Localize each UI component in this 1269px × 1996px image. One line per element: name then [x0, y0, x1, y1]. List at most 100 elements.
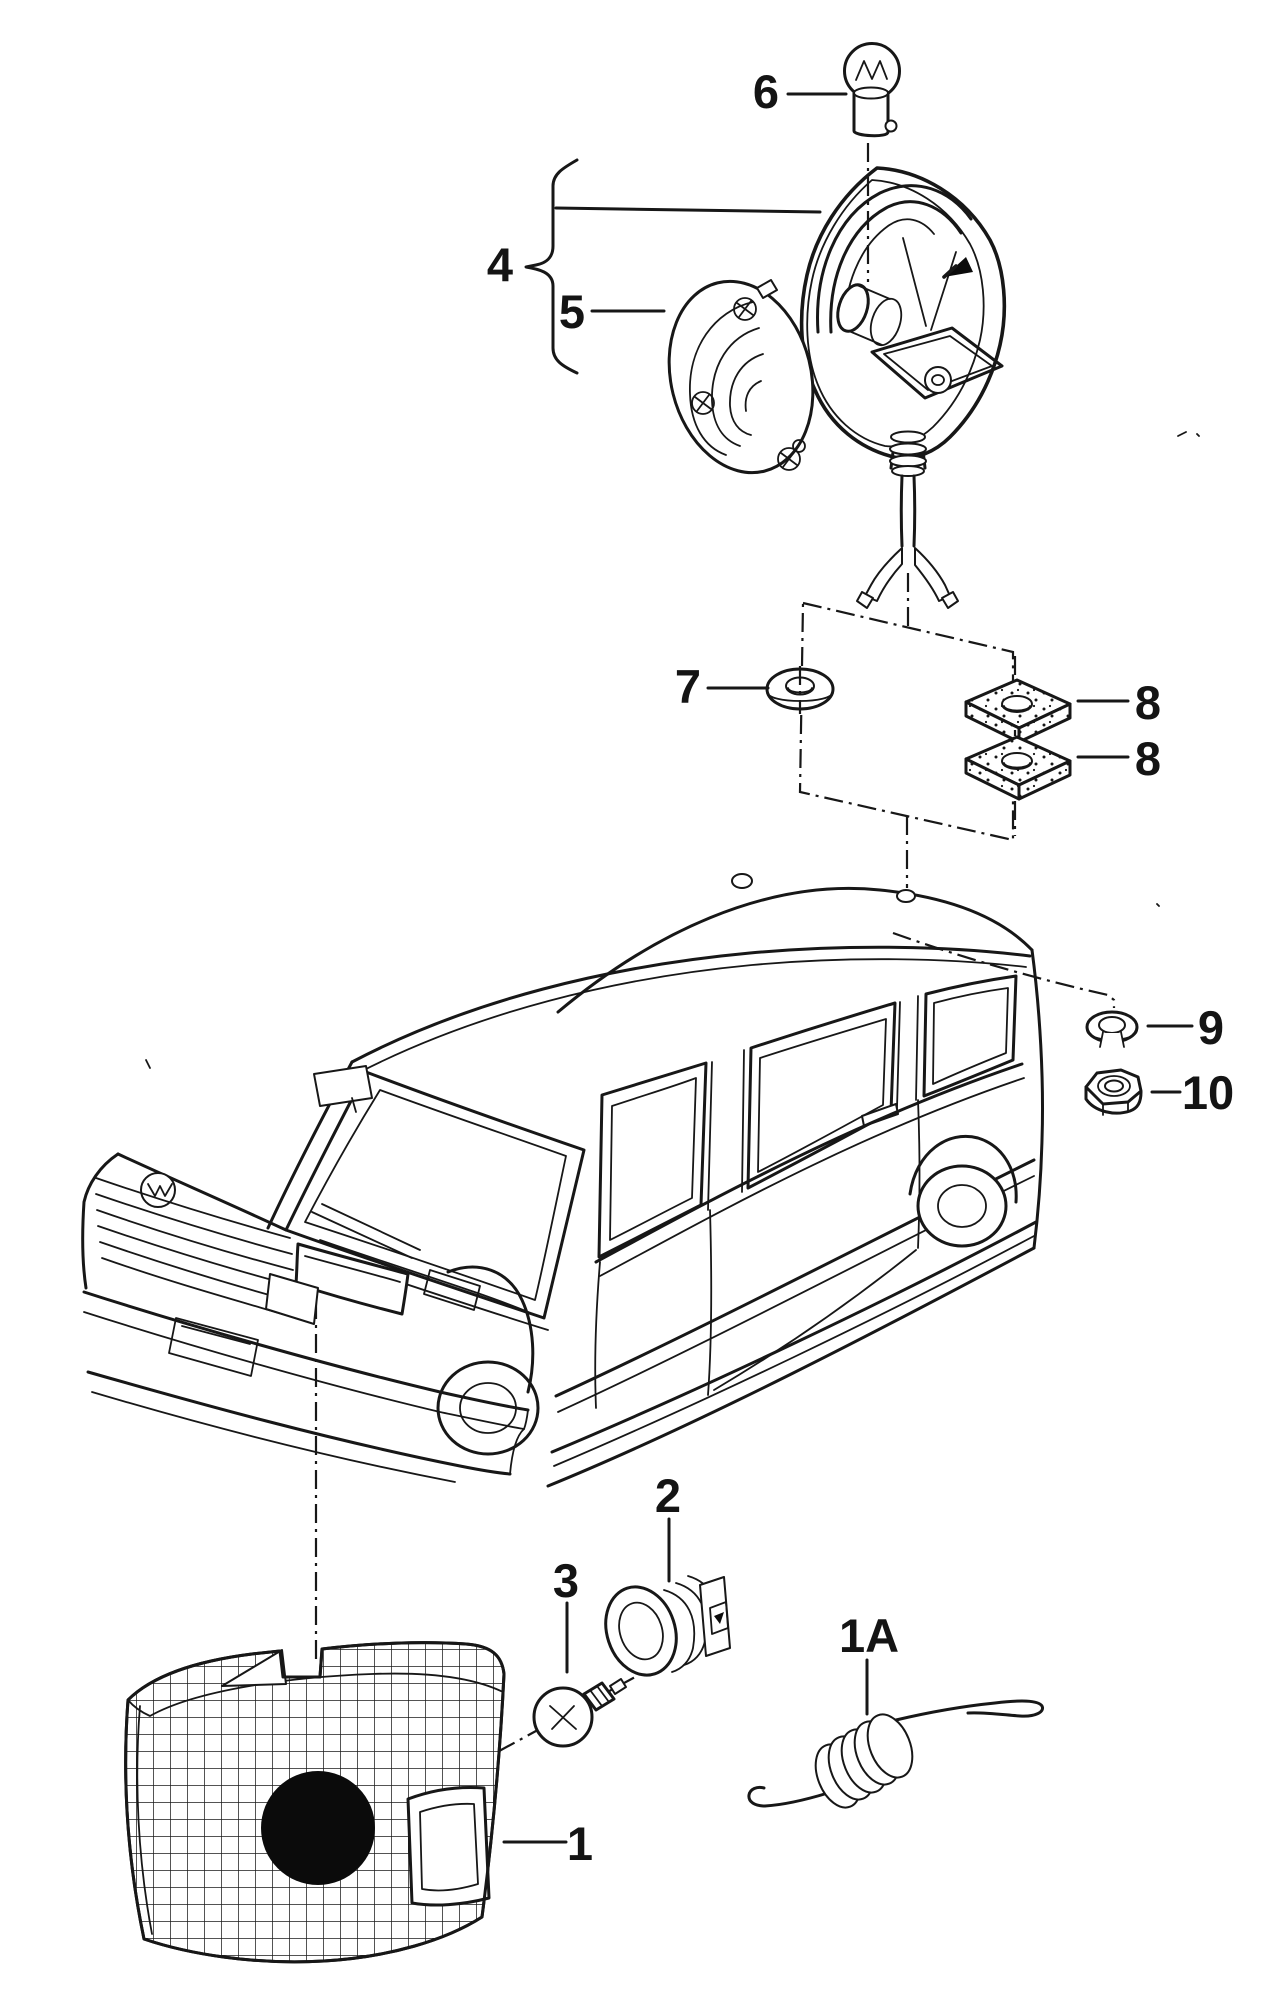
- dash-detail: [423, 1269, 481, 1311]
- part-callout-8a[interactable]: 8: [1135, 676, 1161, 729]
- part-callout-9[interactable]: 9: [1198, 1001, 1224, 1054]
- screw-3: [777, 447, 801, 471]
- lens-outline: [124, 1641, 506, 1964]
- spade-terminal-right: [914, 547, 951, 602]
- nut-facets: [1102, 1101, 1129, 1116]
- housing-inner-rim: [806, 179, 985, 448]
- part-callout-6[interactable]: 6: [753, 65, 779, 118]
- rear-wheel-rim: [937, 1184, 987, 1228]
- roof-bump: [731, 873, 753, 889]
- roof-gutter: [359, 958, 1027, 1073]
- rear-wheel: [916, 1164, 1008, 1248]
- lens-left-wall: [136, 1705, 153, 1935]
- pad-hole: [1001, 695, 1033, 713]
- small-bulb: [532, 1678, 627, 1748]
- large-bulb: [843, 42, 901, 138]
- part-callout-2[interactable]: 2: [655, 1469, 681, 1522]
- part-callout-3[interactable]: 3: [553, 1554, 579, 1607]
- foam-pad-upper: [964, 656, 1072, 744]
- rear-quarter-window-inset: [932, 987, 1009, 1085]
- housing-wiring: [856, 430, 959, 609]
- reflector-pocket: [870, 326, 1004, 400]
- bulb6-pin: [884, 119, 898, 133]
- mirror-arm: [351, 1097, 357, 1113]
- reflector-arc-2: [829, 200, 963, 334]
- spring-right-hook: [894, 1699, 1044, 1722]
- side-moulding-2b: [553, 1235, 1035, 1467]
- foam-pad-lower: [964, 730, 1072, 836]
- callout-labels: 1 1A 2 3 4 5 6 7 8 8 9 10: [487, 65, 1234, 1870]
- bumper-bottom: [91, 1391, 456, 1483]
- middle-window-inset: [757, 1018, 887, 1173]
- lens-side-panel: [406, 1786, 491, 1907]
- turn-signal-lens: [124, 1641, 506, 1964]
- nut-hole: [1104, 1079, 1124, 1093]
- screw-2-cross-icon: [694, 394, 712, 412]
- holder-clip-arrow-icon: [714, 1612, 724, 1624]
- part-callout-4[interactable]: 4: [487, 238, 513, 291]
- side-moulding-2: [550, 1220, 1038, 1454]
- pad-hole: [1001, 752, 1033, 770]
- plate-bump: [792, 439, 806, 453]
- lockwasher-gap-edges: [1099, 1031, 1125, 1048]
- callout-leaders: [502, 92, 1194, 1844]
- wiper-arms: [311, 1203, 421, 1259]
- part-callout-1a[interactable]: 1A: [839, 1609, 899, 1662]
- leader-4: [554, 206, 822, 214]
- hood-edge: [116, 1152, 288, 1232]
- license-recess: [168, 1317, 259, 1377]
- spade-terminal-left: [864, 547, 903, 602]
- spring-left-hook: [747, 1785, 830, 1808]
- rear-quarter-window: [922, 974, 1018, 1098]
- leader-curve-to-9: [892, 931, 1116, 1008]
- socket-barrel-front: [836, 283, 870, 333]
- grommet-washer: [765, 666, 835, 714]
- nut-chamfer-ring: [1097, 1075, 1131, 1097]
- direction-arrow-tail: [942, 264, 958, 279]
- plate-tab: [756, 279, 778, 299]
- terminal-tip-left: [856, 591, 874, 609]
- roof-near-rail: [350, 945, 1032, 1064]
- bulb3-filament: [549, 1705, 577, 1730]
- screw-3-cross-icon: [780, 450, 798, 468]
- headlight-inner: [304, 1255, 401, 1283]
- bulb3-base: [582, 1681, 616, 1712]
- lock-washer: [1085, 1010, 1139, 1048]
- rocker-line: [546, 1246, 1036, 1488]
- bumper-lower: [86, 1370, 512, 1476]
- bulb-holder: [604, 1575, 731, 1677]
- housing-outer: [799, 166, 1007, 461]
- socket-barrel-sides: [848, 284, 891, 346]
- part-callout-8b[interactable]: 8: [1135, 732, 1161, 785]
- plate-arc-4: [744, 380, 762, 412]
- plate-arc-3: [729, 353, 764, 436]
- part-callout-10[interactable]: 10: [1182, 1066, 1234, 1119]
- boot-rib: [889, 442, 927, 456]
- mirror: [313, 1065, 373, 1107]
- bulb6-base: [852, 91, 890, 138]
- bulb3-contact: [609, 1678, 627, 1695]
- front-wheel: [436, 1360, 540, 1456]
- wires: [899, 474, 917, 548]
- holder-opening: [618, 1601, 664, 1661]
- spring-coil: [866, 1713, 914, 1779]
- bulb6-base-top: [853, 86, 889, 100]
- roof-mount-stud: [896, 889, 916, 903]
- noise-marks: [145, 431, 1200, 1069]
- lamp-housing: [799, 166, 1007, 461]
- grille-slats: [95, 1177, 297, 1319]
- lens-bulb-hole: [261, 1771, 375, 1885]
- indicator-pocket: [265, 1273, 319, 1325]
- vw-emblem-chevrons: [147, 1183, 173, 1197]
- nut-bottom: [1084, 1085, 1143, 1115]
- part-callout-1[interactable]: 1: [567, 1817, 593, 1870]
- cover-plate: [667, 279, 815, 475]
- brace-4: [524, 158, 579, 375]
- tension-spring: [747, 1699, 1044, 1809]
- part-callout-5[interactable]: 5: [559, 285, 585, 338]
- pocket-v-lines: [902, 237, 957, 331]
- part-callout-7[interactable]: 7: [675, 660, 701, 713]
- rear-wheel-arch: [908, 1135, 1018, 1204]
